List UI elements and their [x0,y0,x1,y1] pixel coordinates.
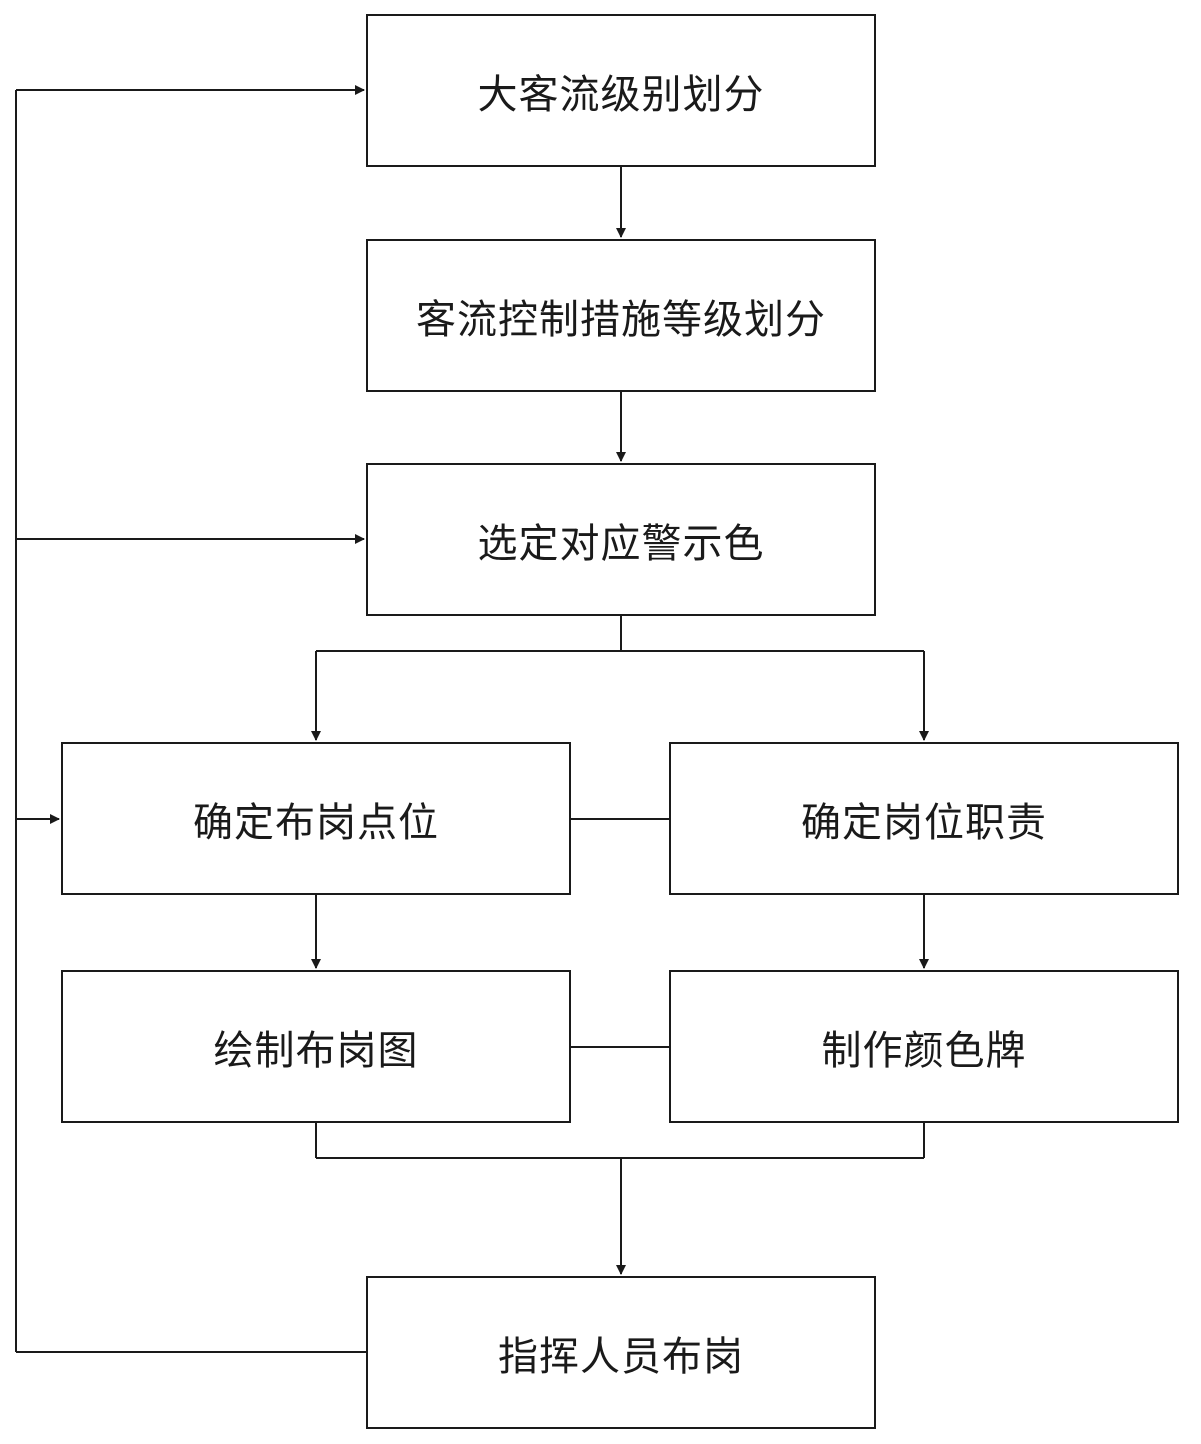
node-label: 绘制布岗图 [213,1027,419,1074]
node-label: 选定对应警示色 [477,520,765,567]
node-draw-post-map: 绘制布岗图 [61,970,571,1123]
node-deploy-commanders: 指挥人员布岗 [366,1276,876,1429]
node-label: 大客流级别划分 [477,71,765,118]
node-label: 制作颜色牌 [821,1027,1027,1074]
node-label: 客流控制措施等级划分 [416,296,826,343]
node-control-measure-grade: 客流控制措施等级划分 [366,239,876,392]
node-select-warning-color: 选定对应警示色 [366,463,876,616]
node-label: 指挥人员布岗 [498,1333,744,1380]
node-label: 确定岗位职责 [801,799,1047,846]
node-make-color-cards: 制作颜色牌 [669,970,1179,1123]
node-passenger-flow-level: 大客流级别划分 [366,14,876,167]
node-determine-post-duties: 确定岗位职责 [669,742,1179,895]
node-determine-post-locations: 确定布岗点位 [61,742,571,895]
node-label: 确定布岗点位 [193,799,439,846]
